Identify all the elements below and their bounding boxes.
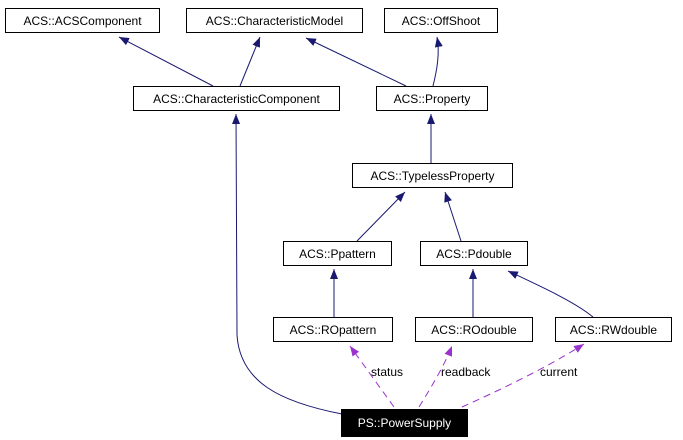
class-node-acs-rodouble[interactable]: ACS::ROdouble — [415, 317, 533, 342]
class-node-acs-characteristiccomponent[interactable]: ACS::CharacteristicComponent — [133, 86, 340, 111]
class-node-acs-offshoot[interactable]: ACS::OffShoot — [384, 8, 498, 33]
edge-characteristiccomponent-to-characteristicmodel — [239, 36, 261, 87]
edge-rwdouble-to-pdouble — [507, 270, 594, 318]
class-node-acs-pdouble[interactable]: ACS::Pdouble — [420, 241, 528, 266]
edge-label-readback: readback — [441, 365, 491, 379]
class-node-acs-ropattern[interactable]: ACS::ROpattern — [273, 317, 393, 342]
class-node-acs-characteristicmodel[interactable]: ACS::CharacteristicModel — [186, 8, 363, 33]
edge-powersupply-to-characteristiccomponent — [232, 113, 343, 415]
class-node-acs-typelessproperty[interactable]: ACS::TypelessProperty — [352, 163, 513, 188]
edge-property-to-offshoot — [432, 36, 443, 87]
class-node-acs-property[interactable]: ACS::Property — [376, 86, 488, 111]
edge-characteristiccomponent-to-acscomponent — [118, 36, 214, 87]
class-node-acs-acscomponent[interactable]: ACS::ACSComponent — [5, 8, 160, 33]
edge-label-status: status — [371, 365, 404, 379]
edge-label-current: current — [540, 365, 578, 379]
edge-powersupply-current-to-rwdouble — [461, 343, 585, 408]
edge-property-to-characteristicmodel — [305, 37, 407, 87]
class-node-acs-rwdouble[interactable]: ACS::RWdouble — [555, 317, 672, 342]
class-node-acs-ppattern[interactable]: ACS::Ppattern — [283, 241, 392, 266]
edge-ppattern-to-typelessproperty — [356, 191, 406, 242]
edge-pdouble-to-typelessproperty — [444, 191, 462, 242]
edge-powersupply-readback-to-rodouble — [418, 345, 453, 408]
edge-powersupply-status-to-ropattern — [349, 345, 395, 408]
class-node-ps-powersupply[interactable]: PS::PowerSupply — [341, 409, 468, 437]
